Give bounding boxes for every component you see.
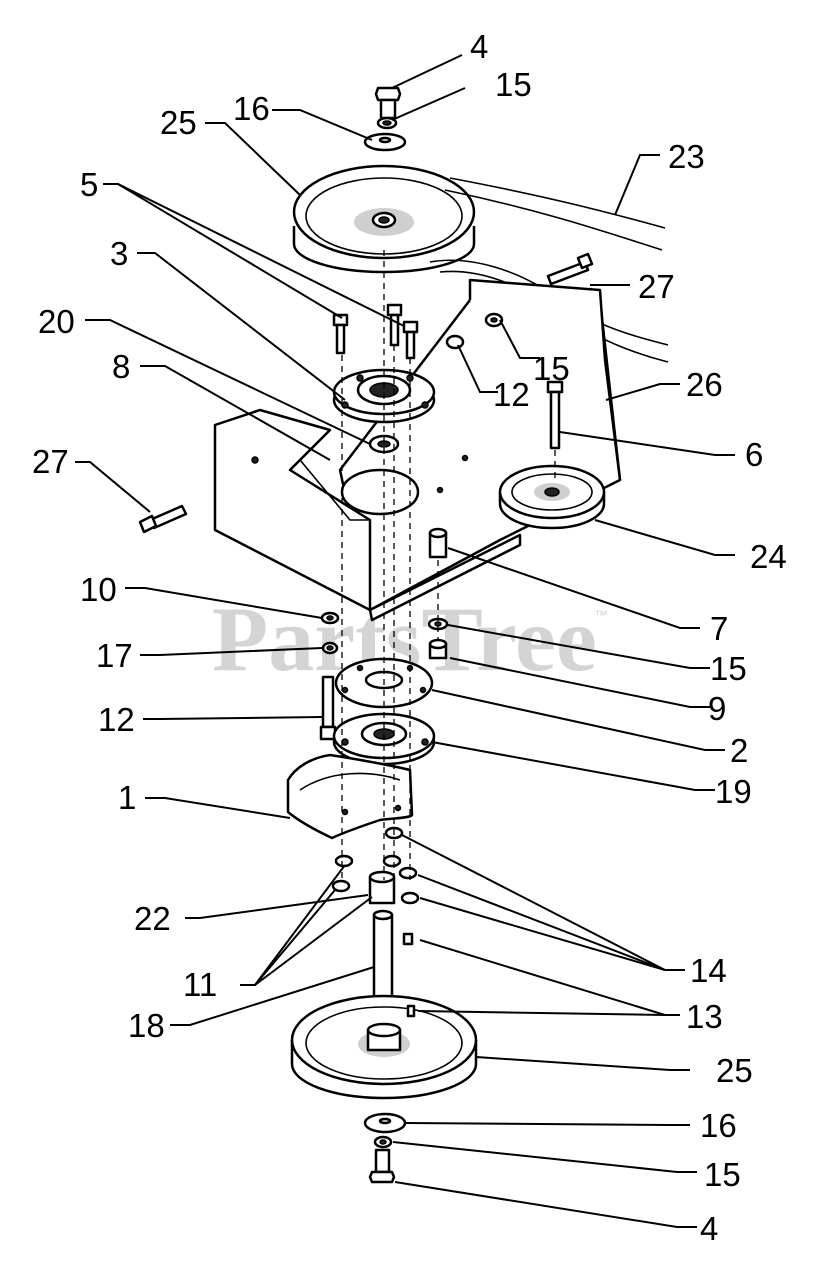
callout-16-top: 16 (233, 90, 270, 127)
assembly-axes (341, 250, 556, 880)
spacer-7-part (428, 527, 448, 559)
callout-27-left: 27 (32, 443, 69, 480)
callout-16-bottom: 16 (700, 1107, 737, 1144)
callout-10: 10 (80, 571, 117, 608)
callout-5: 5 (80, 166, 98, 203)
callout-15-top: 15 (495, 66, 532, 103)
leader-lines (75, 54, 735, 1228)
callout-15-bottom: 15 (704, 1156, 741, 1193)
callout-9: 12 (98, 701, 135, 738)
callout-12-middle: 9 (708, 690, 726, 727)
bolt-27-left-part (138, 504, 188, 534)
callout-14: 14 (690, 952, 727, 989)
idler-pulley-part (498, 380, 606, 530)
callout-15-upper: 15 (533, 350, 570, 387)
callout-12-upper: 12 (493, 376, 530, 413)
lower-hardware-part (363, 1112, 407, 1184)
main-bracket-part (213, 278, 622, 622)
shield-1-part (286, 753, 414, 840)
watermark-tm: ™ (594, 607, 608, 623)
nuts-14-11-part (331, 826, 420, 905)
callout-27-right: 27 (638, 268, 675, 305)
bolt-27-upper-part (546, 252, 594, 286)
callout-4-bottom: 4 (700, 1210, 718, 1247)
callout-25-bottom: 25 (716, 1052, 753, 1089)
callout-8: 8 (112, 348, 130, 385)
callout-26: 26 (686, 366, 723, 403)
spacer-22-part (368, 870, 396, 905)
callout-13: 13 (686, 998, 723, 1035)
callout-2: 2 (730, 732, 748, 769)
shaft-18-part (372, 909, 414, 1009)
upper-pulley-part (292, 164, 476, 274)
bolt-9-part (319, 675, 337, 741)
callout-20: 20 (38, 303, 75, 340)
callout-24: 24 (750, 538, 787, 575)
callout-labels: 4 15 16 25 23 5 3 27 20 8 15 12 26 6 27 … (32, 28, 787, 1247)
callout-19: 19 (715, 773, 752, 810)
callout-1: 1 (118, 779, 136, 816)
callout-22: 22 (134, 900, 171, 937)
callout-25-top: 25 (160, 104, 197, 141)
bearing-flange-3-part (332, 368, 436, 424)
callout-7: 7 (710, 610, 728, 647)
lower-pulley-part (290, 994, 478, 1100)
top-bolt-part (363, 86, 407, 152)
callout-3: 3 (110, 235, 128, 272)
callout-23: 23 (668, 138, 705, 175)
callout-4-top: 4 (470, 28, 488, 65)
callout-17: 17 (96, 637, 133, 674)
callout-11: 11 (183, 966, 217, 1003)
bolts-5-part (332, 303, 419, 360)
callout-18: 18 (128, 1007, 165, 1044)
callout-15-middle: 15 (710, 650, 747, 687)
bearing-flange-19-part (332, 712, 436, 766)
callout-6: 6 (745, 436, 763, 473)
